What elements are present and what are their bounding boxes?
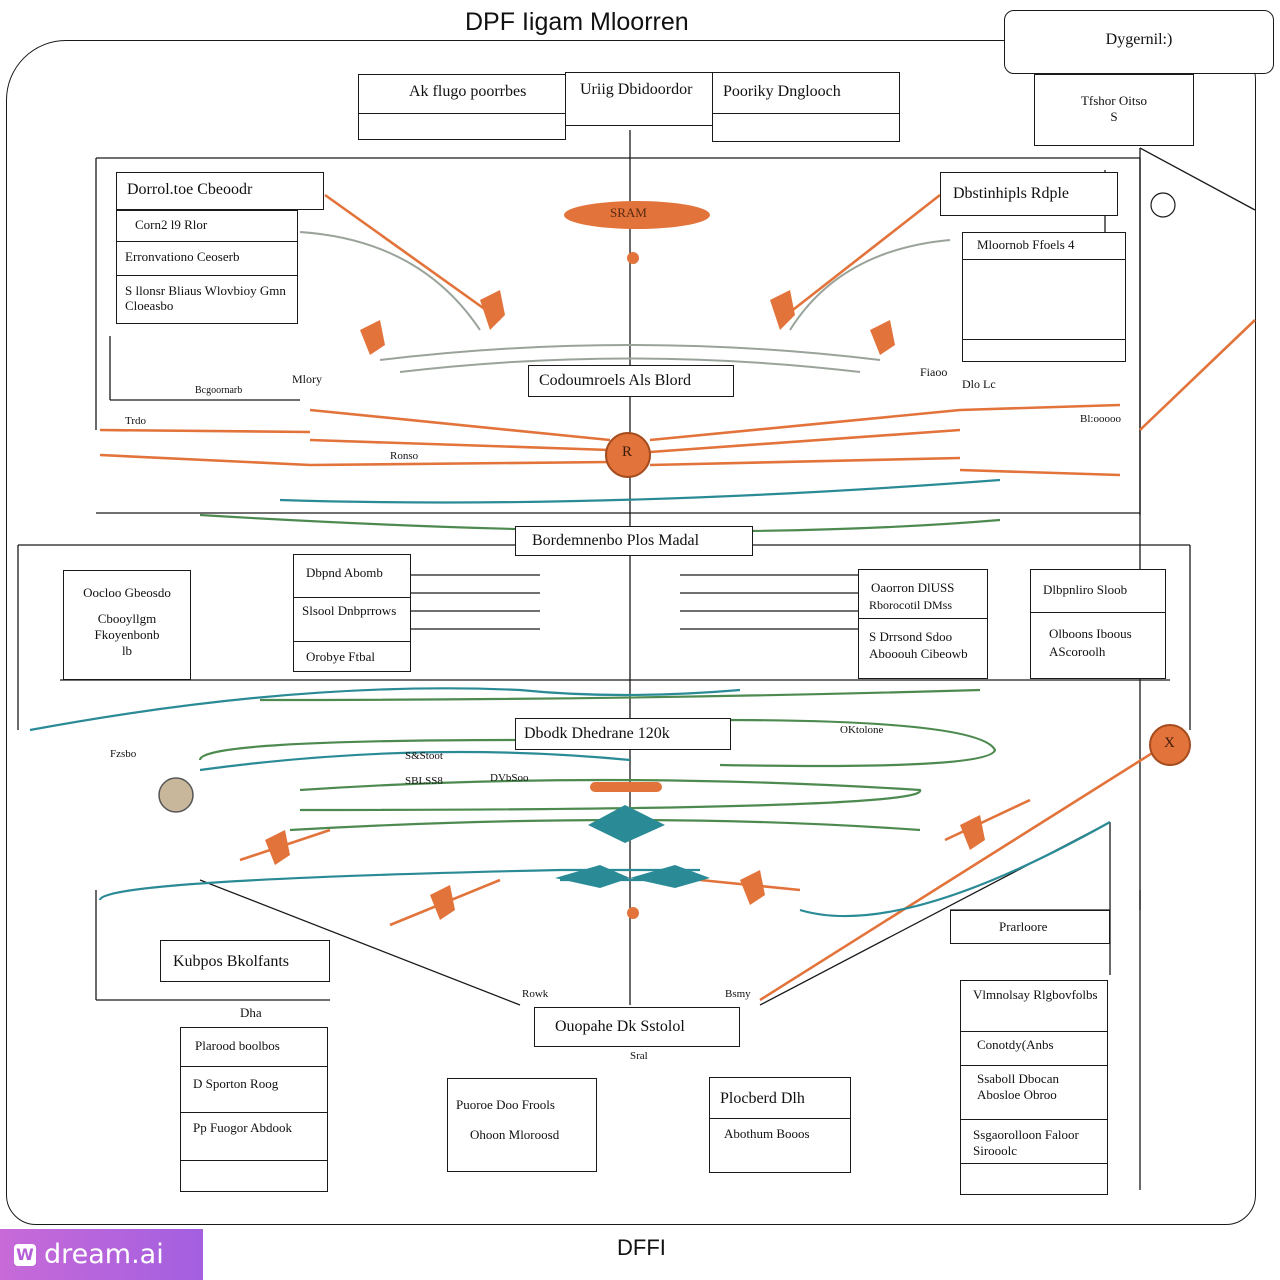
side-label-6: Trdo — [125, 415, 146, 427]
right-mid-sub: Rborocotil DMss — [869, 598, 953, 612]
right-lower-row-4: Ssgaorolloon Faloor Sirooolc — [973, 1127, 1079, 1158]
side-label-7: Ronso — [390, 450, 419, 462]
header-box-1-label: Ak flugo poorrbes — [409, 83, 527, 100]
side-label-14: Bsmy — [725, 988, 751, 1000]
right-upper-sub: Mloornob Ffoels 4 — [977, 237, 1075, 252]
watermark-text: dream.ai — [44, 1239, 164, 1270]
mid-label: Bordemnenbo Plos Madal — [532, 532, 700, 549]
bottom-left-table: Plarood boolbos D Sporton Roog Pp Fuogor… — [180, 1027, 328, 1192]
bottom-box-b-sub: Abothum Booos — [724, 1126, 810, 1141]
right-lower-row-1: Vlmnolsay Rlgbovfolbs — [973, 987, 1098, 1002]
bottom-center-sub: Sral — [630, 1050, 648, 1062]
top-right-box-line1: Tfshor Oitso — [1080, 93, 1148, 108]
left-upper-row-1: Corn2 l9 Rlor — [135, 217, 208, 232]
header-box-3-label: Pooriky Dnglooch — [723, 83, 841, 100]
bottom-left-sub: Dha — [240, 1005, 262, 1020]
bottom-left-title-box: Kubpos Bkolfants — [160, 940, 330, 982]
mid-label-box: Bordemnenbo Plos Madal — [515, 526, 753, 556]
bottom-box-a-sub: Ohoon Mloroosd — [470, 1127, 560, 1142]
right-mid2-row-2: AScoroolh — [1049, 644, 1106, 659]
left-upper-table: Corn2 l9 Rlor Erronvationo Ceoserb S llo… — [116, 210, 298, 324]
right-node-label: X — [1164, 735, 1175, 751]
left-mid-line-4: lb — [121, 643, 133, 658]
header-box-3: Pooriky Dnglooch — [712, 72, 900, 142]
lower-label-box: Dbodk Dhedrane 120k — [515, 718, 731, 750]
bottom-box-b-title: Plocberd Dlh — [720, 1090, 805, 1107]
right-lower-row-2: Conotdy(Anbs — [977, 1037, 1054, 1052]
left-mid-line-1: Oocloo Gbeosdo — [83, 585, 171, 600]
header-box-2-label: Uriig Dbidoordor — [580, 81, 693, 98]
right-mid-box: Oaorron DlUSS Rborocotil DMss S Drrsond … — [858, 569, 988, 679]
right-lower-title: Prarloore — [999, 919, 1048, 934]
side-label-10: DVbSoo — [490, 772, 529, 784]
left-mid-line-3: Fkoyenbonb — [94, 627, 160, 642]
footer-label: DFFI — [617, 1235, 666, 1260]
top-right-box-line2: S — [1110, 109, 1118, 124]
side-label-3: Fiaoo — [920, 365, 948, 379]
side-label-5: Bl:ooooo — [1080, 413, 1121, 425]
header-box-1: Ak flugo poorrbes — [358, 74, 566, 140]
left-mid2-row-1: Slsool Dnbprrows — [302, 603, 397, 618]
bottom-left-row-2: D Sporton Roog — [193, 1076, 279, 1091]
right-mid-title: Oaorron DlUSS — [871, 580, 955, 595]
side-label-11: OKtolone — [840, 724, 884, 736]
left-upper-title: Dorrol.toe Cbeoodr — [127, 181, 253, 198]
side-label-8: S&Stoot — [405, 750, 443, 762]
center-top-label: Codoumroels Als Blord — [539, 372, 692, 389]
left-upper-title-box: Dorrol.toe Cbeoodr — [116, 172, 324, 210]
header-box-2: Uriig Dbidoordor — [565, 72, 713, 126]
top-right-box: Tfshor Oitso S — [1034, 74, 1194, 146]
bottom-box-b: Plocberd Dlh Abothum Booos — [709, 1077, 851, 1173]
left-mid-box: Oocloo Gbeosdo Cbooyllgm Fkoyenbonb lb — [63, 570, 191, 680]
side-label-2: Mlory — [292, 372, 322, 386]
center-oval-label: SRAM — [610, 205, 647, 220]
diagram-title: DPF Iigam Mloorren — [465, 8, 689, 36]
watermark-banner: W dream.ai — [0, 1229, 203, 1280]
watermark-logo-icon: W — [14, 1243, 36, 1266]
outer-frame — [6, 40, 1256, 1225]
bottom-box-a: Puoroe Doo Frools Ohoon Mloroosd — [447, 1078, 597, 1172]
right-mid2-row-1: Olboons Iboous — [1049, 626, 1132, 641]
right-lower-title-box: Prarloore — [950, 910, 1110, 944]
right-lower-row-3: Ssaboll Dbocan Abosloe Obroo — [977, 1071, 1059, 1102]
bottom-left-row-3: Pp Fuogor Abdook — [193, 1120, 292, 1135]
right-upper-title-box: Dbstinhipls Rdple — [940, 172, 1118, 216]
right-mid-row-1: S Drrsond Sdoo Abooouh Cibeowb — [869, 629, 968, 661]
right-mid2-box: Dlbpnliro Sloob Olboons Iboous AScoroolh — [1030, 569, 1166, 679]
left-upper-row-2: Erronvationo Ceoserb — [125, 249, 240, 264]
center-node-label: R — [622, 444, 633, 460]
left-mid-line-2: Cbooyllgm — [97, 611, 157, 626]
right-lower-table: Vlmnolsay Rlgbovfolbs Conotdy(Anbs Ssabo… — [960, 980, 1108, 1195]
side-label-9: SBLSS8 — [405, 775, 443, 787]
side-label-12: Fzsbo — [110, 748, 137, 760]
right-upper-table: Mloornob Ffoels 4 — [962, 232, 1126, 362]
left-mid2-box: Dbpnd Abomb Slsool Dnbprrows Orobye Ftba… — [293, 554, 411, 672]
top-right-tag-label: Dygernil:) — [1105, 31, 1173, 48]
side-label-1: Bcgoornarb — [195, 385, 243, 396]
right-mid2-title: Dlbpnliro Sloob — [1043, 582, 1128, 597]
bottom-box-a-title: Puoroe Doo Frools — [456, 1097, 555, 1112]
side-label-13: Rowk — [522, 988, 549, 1000]
left-upper-row-3: S llonsr Bliaus Wlovbioy Gmn Cloeasbo — [125, 283, 286, 313]
top-right-tag: Dygernil:) — [1004, 10, 1274, 74]
left-mid2-row-2: Orobye Ftbal — [306, 649, 375, 664]
center-top-label-box: Codoumroels Als Blord — [528, 365, 734, 397]
bottom-center-box: Ouopahe Dk Sstolol — [534, 1007, 740, 1047]
bottom-center-title: Ouopahe Dk Sstolol — [555, 1018, 685, 1035]
left-mid2-title: Dbpnd Abomb — [306, 565, 383, 580]
lower-label: Dbodk Dhedrane 120k — [524, 725, 670, 742]
side-label-4: Dlo Lc — [962, 377, 996, 391]
bottom-left-title: Kubpos Bkolfants — [173, 953, 289, 970]
right-upper-title: Dbstinhipls Rdple — [953, 185, 1070, 202]
bottom-left-row-1: Plarood boolbos — [195, 1038, 280, 1053]
